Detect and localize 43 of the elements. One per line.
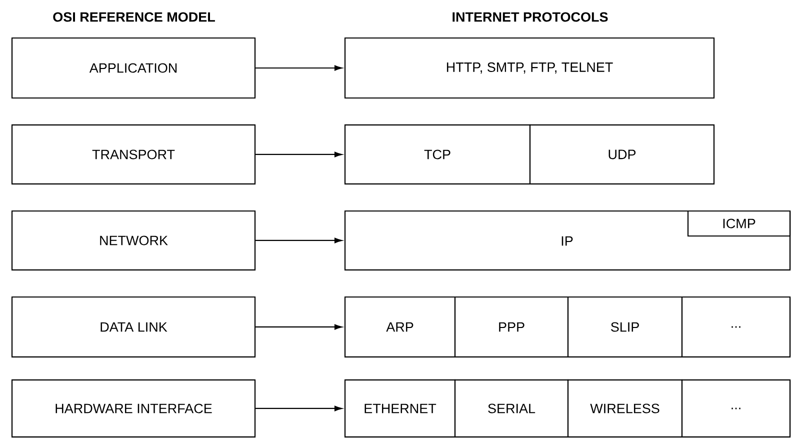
protocol-name: TCP [424,150,450,160]
protocol-cell [681,296,791,358]
protocol-name: ICMP [723,218,756,228]
protocol-cell [344,379,456,438]
protocol-box [344,210,791,271]
layer-box [11,296,256,358]
layer-name: DATA LINK [100,322,168,332]
arrow [256,152,342,158]
protocol-name: UDP [608,150,636,160]
column-heading: OSI REFERENCE MODEL [53,12,215,22]
layer-box [11,210,256,271]
layer-name: TRANSPORT [92,150,175,160]
arrow [256,65,342,71]
layer-box [11,124,256,185]
protocol-name: IP [562,236,573,246]
protocol-name: HTTP, SMTP, FTP, TELNET [446,62,613,74]
protocol-cell [454,379,569,438]
protocol-name: ... [732,408,740,410]
protocol-box [344,37,715,99]
protocol-box [687,210,791,237]
protocol-name: ... [732,326,740,328]
protocol-name: SLIP [610,322,639,332]
protocol-name: ARP [386,322,414,332]
protocol-cell [344,296,456,358]
layer-box [11,379,256,438]
protocol-name: PPP [499,322,524,332]
protocol-name: WIRELESS [590,404,660,414]
arrow [256,238,342,244]
layer-name: APPLICATION [89,63,177,73]
arrow [256,324,342,330]
protocol-cell [567,296,683,358]
column-heading: INTERNET PROTOCOLS [452,12,608,22]
protocol-cell [567,379,683,438]
protocol-name: ETHERNET [364,404,436,414]
arrow [256,406,342,412]
protocol-cell [344,124,531,185]
protocol-cell [454,296,569,358]
protocol-name: SERIAL [488,404,536,414]
layer-name: HARDWARE INTERFACE [56,404,212,414]
protocol-cell [529,124,715,185]
protocol-cell [681,379,791,438]
layer-name: NETWORK [100,236,168,246]
layer-box [11,37,256,99]
